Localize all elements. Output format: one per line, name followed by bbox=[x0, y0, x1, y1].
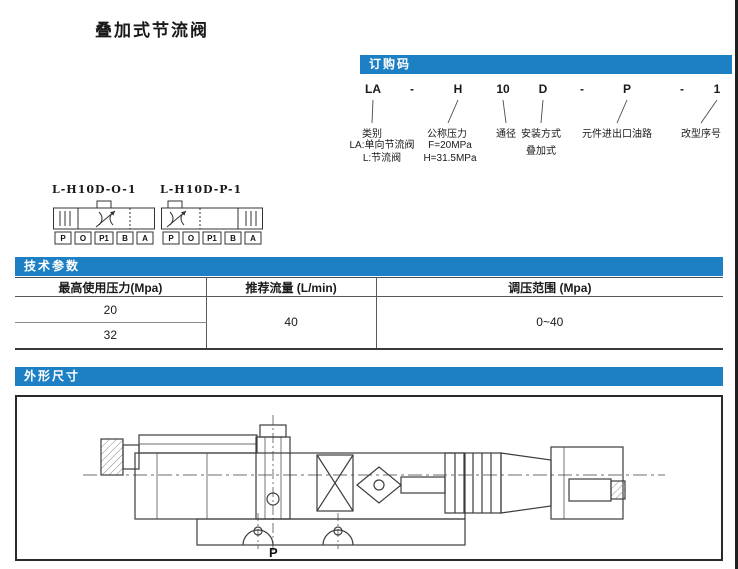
order-sub-mounting: 叠加式 bbox=[526, 145, 556, 158]
symbol-p-port-p1: P1 bbox=[207, 234, 217, 243]
order-sub-category: LA:单向节流阀 L:节流阀 bbox=[349, 139, 414, 165]
symbol-o-port-b: B bbox=[122, 234, 128, 243]
pressure-value-2: 32 bbox=[103, 328, 117, 343]
order-sub-pressure-line-1: F=20MPa bbox=[428, 140, 472, 151]
code-part-revision: 1 bbox=[713, 82, 721, 96]
page-title: 叠加式节流阀 bbox=[95, 21, 209, 40]
code-part-dash-1: - bbox=[410, 82, 414, 96]
order-label-ports: 元件进出口油路 bbox=[582, 129, 652, 140]
code-part-mounting: D bbox=[538, 82, 548, 96]
order-label-revision: 改型序号 bbox=[681, 129, 721, 140]
code-part-dash-2: - bbox=[580, 82, 584, 96]
symbol-o-port-p: P bbox=[60, 234, 66, 243]
outline-section: 外形尺寸 bbox=[15, 367, 723, 561]
tech-data-row-1: 20 40 0~40 bbox=[15, 296, 723, 349]
order-sub-mounting-line-1: 叠加式 bbox=[526, 146, 556, 157]
code-part-dash-3: - bbox=[680, 82, 684, 96]
order-sub-pressure: F=20MPa H=31.5MPa bbox=[423, 139, 476, 165]
order-label-pressure: 公称压力 bbox=[427, 129, 467, 140]
tech-header-row: 最高使用压力(Mpa) 推荐流量 (L/min) 调压范围 (Mpa) bbox=[15, 277, 723, 297]
pressure-value-1: 20 bbox=[15, 296, 207, 323]
flow-value: 40 bbox=[205, 296, 377, 349]
outline-header: 外形尺寸 bbox=[15, 367, 723, 386]
symbol-label-o-type: L-H10D-O-1 bbox=[52, 183, 137, 196]
symbol-p-port-p: P bbox=[168, 234, 174, 243]
order-label-mounting: 安装方式 bbox=[521, 129, 561, 140]
symbol-label-p-type: L-H10D-P-1 bbox=[160, 183, 243, 196]
symbol-o-port-p1: P1 bbox=[99, 234, 109, 243]
outline-drawing-box: P bbox=[15, 395, 723, 561]
code-part-bore: 10 bbox=[496, 82, 510, 96]
tech-params-table: 最高使用压力(Mpa) 推荐流量 (L/min) 调压范围 (Mpa) 20 4… bbox=[15, 277, 723, 350]
valve-cross-section-drawing: P bbox=[83, 415, 665, 559]
code-part-category: LA bbox=[365, 82, 381, 96]
tech-data-row-2: 32 bbox=[15, 323, 723, 349]
col-header-flow: 推荐流量 (L/min) bbox=[205, 277, 377, 297]
code-part-pressure: H bbox=[453, 82, 463, 96]
order-sub-category-line-1: LA:单向节流阀 bbox=[349, 140, 415, 151]
drawing-port-p-label: P bbox=[269, 545, 278, 559]
symbol-group-o-type: L-H10D-O-1 bbox=[52, 183, 158, 251]
symbol-p-port-b: B bbox=[230, 234, 236, 243]
hydraulic-symbol-p-type: P O P1 B A bbox=[161, 200, 263, 245]
code-part-ports: P bbox=[622, 82, 632, 96]
order-label-bore: 通径 bbox=[496, 129, 516, 140]
range-value: 0~40 bbox=[375, 296, 723, 349]
tech-params-header: 技术参数 bbox=[15, 257, 723, 276]
order-sub-pressure-line-2: H=31.5MPa bbox=[423, 153, 477, 164]
symbol-group-p-type: L-H10D-P-1 bbox=[160, 183, 266, 251]
hydraulic-symbol-o-type: P O P1 B A bbox=[53, 200, 155, 245]
symbol-p-port-o: O bbox=[188, 234, 194, 243]
symbol-o-port-o: O bbox=[80, 234, 86, 243]
ordering-section: 订购码 LA - H 10 D - P - 1 类别 公称压力 通径 安装方式 … bbox=[349, 55, 732, 173]
col-header-max-pressure: 最高使用压力(Mpa) bbox=[15, 277, 207, 297]
order-sub-category-line-2: L:节流阀 bbox=[362, 153, 402, 164]
tech-params-section: 技术参数 最高使用压力(Mpa) 推荐流量 (L/min) 调压范围 (Mpa)… bbox=[15, 257, 723, 350]
symbol-o-port-a: A bbox=[142, 234, 148, 243]
symbol-p-port-a: A bbox=[250, 234, 256, 243]
col-header-range: 调压范围 (Mpa) bbox=[375, 277, 723, 297]
order-label-category: 类别 bbox=[362, 129, 382, 140]
ordering-header: 订购码 bbox=[360, 55, 732, 74]
ordering-connector-lines bbox=[371, 99, 718, 124]
